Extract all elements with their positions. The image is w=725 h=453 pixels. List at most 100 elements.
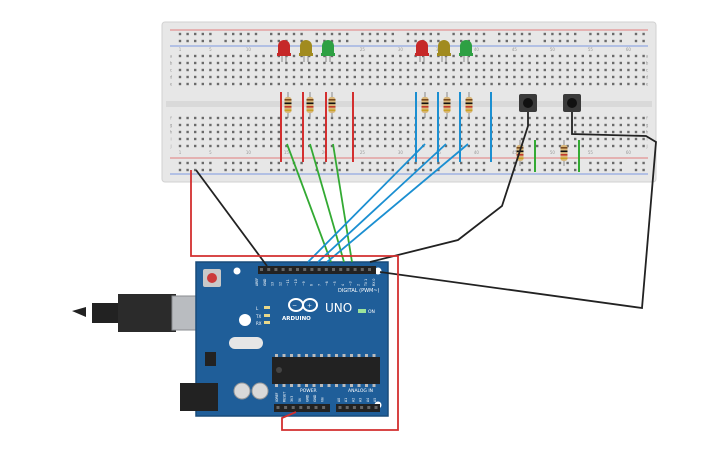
- row-letter: e: [646, 82, 649, 87]
- resistor-group: [284, 92, 568, 166]
- resistor[interactable]: [306, 92, 314, 118]
- resistor[interactable]: [421, 92, 429, 118]
- digital-pin-label: ~11: [286, 279, 290, 286]
- row-letter: c: [170, 68, 172, 73]
- digital-pin-label: AREF: [255, 278, 259, 286]
- digital-pin-label: RX 0: [372, 279, 376, 286]
- row-letter: a: [646, 54, 649, 59]
- led[interactable]: [437, 40, 451, 62]
- row-letter: h: [170, 130, 173, 135]
- led[interactable]: [277, 40, 291, 62]
- pushbutton[interactable]: [563, 94, 581, 112]
- model-label: UNO: [325, 301, 352, 315]
- usb-plug: [118, 294, 176, 332]
- capacitor: [233, 382, 251, 400]
- digital-pin-label: ~6: [325, 281, 329, 286]
- breadboard[interactable]: 1155101015152020252530303535404045455050…: [161, 21, 657, 183]
- led[interactable]: [459, 40, 473, 62]
- digital-pin-label: ~3: [349, 281, 353, 286]
- resistor[interactable]: [284, 92, 292, 118]
- resistor[interactable]: [465, 92, 473, 118]
- blue-wire[interactable]: [317, 143, 447, 263]
- resistor[interactable]: [443, 92, 451, 118]
- on-label: ON: [368, 309, 375, 315]
- digital-pin-label: ~5: [333, 281, 337, 286]
- column-number: 40: [474, 150, 480, 155]
- atmega-chip: [272, 357, 380, 384]
- digital-pin-label: ~10: [294, 279, 298, 286]
- power-jack: [180, 383, 218, 411]
- black-wire[interactable]: [195, 169, 268, 267]
- digital-pin-label: TX 1: [364, 279, 368, 287]
- resistor[interactable]: [560, 140, 568, 166]
- analog-pin-label: A2: [351, 398, 355, 402]
- pushbutton-group: [519, 94, 581, 172]
- column-number: 30: [398, 150, 404, 155]
- row-letter: c: [646, 68, 648, 73]
- row-letter: e: [170, 82, 173, 87]
- analog-pin-label: A5: [373, 398, 377, 402]
- column-number: 5: [209, 150, 212, 155]
- led[interactable]: [321, 40, 335, 62]
- column-number: 60: [626, 47, 632, 52]
- power-pin-label: Vin: [321, 397, 325, 402]
- power-pin-label: 3V3: [290, 396, 294, 402]
- svg-text:−: −: [292, 303, 297, 310]
- mount-hole: [233, 267, 241, 275]
- row-letter: h: [646, 130, 649, 135]
- analog-label: ANALOG IN: [348, 388, 373, 394]
- tx-label: TX: [255, 314, 261, 319]
- digital-label: DIGITAL (PWM~): [338, 288, 380, 294]
- black-wire[interactable]: [369, 112, 529, 263]
- column-number: 15: [284, 150, 290, 155]
- row-letter: j: [645, 144, 647, 149]
- capacitor: [251, 382, 269, 400]
- column-number: 50: [550, 47, 556, 52]
- l-label: L: [256, 306, 259, 311]
- digital-pin-label: 13: [271, 282, 275, 286]
- row-letter: b: [646, 61, 649, 66]
- resistor[interactable]: [328, 92, 336, 118]
- brand-label: ARDUINO: [282, 316, 311, 322]
- analog-pin-label: A3: [359, 398, 363, 402]
- rx-label: RX: [256, 321, 262, 326]
- analog-pin-label: A4: [366, 398, 370, 402]
- power-pin-label: 5V: [298, 397, 302, 402]
- column-number: 10: [246, 150, 252, 155]
- column-number: 25: [360, 150, 366, 155]
- svg-text:+: +: [307, 303, 312, 310]
- mount-hole: [374, 267, 382, 275]
- power-pin-label: GND: [305, 394, 309, 402]
- digital-pin-label: 4: [341, 284, 345, 286]
- black-wire[interactable]: [379, 112, 657, 310]
- green-wire[interactable]: [286, 143, 332, 263]
- power-pin-label: IOREF: [275, 392, 279, 402]
- digital-pin-label: 2: [356, 284, 360, 286]
- row-letter: g: [646, 123, 649, 128]
- blue-wire[interactable]: [307, 143, 426, 263]
- digital-pin-label: 12: [278, 282, 282, 286]
- row-letter: d: [170, 75, 173, 80]
- signal-wires: [190, 112, 657, 431]
- row-letter: b: [170, 61, 173, 66]
- power-label: POWER: [300, 388, 317, 394]
- column-number: 50: [550, 150, 556, 155]
- column-numbers: 1155101015152020252530303535404045455050…: [179, 47, 632, 155]
- column-number: 45: [512, 47, 518, 52]
- center-channel: [166, 101, 652, 107]
- analog-header: [336, 404, 380, 412]
- pushbutton[interactable]: [519, 94, 537, 112]
- led[interactable]: [415, 40, 429, 62]
- column-number: 1: [179, 47, 182, 52]
- blue-wire[interactable]: [326, 143, 469, 263]
- green-wire[interactable]: [332, 143, 353, 263]
- led[interactable]: [299, 40, 313, 62]
- column-number: 1: [179, 150, 182, 155]
- red-wire[interactable]: [190, 170, 399, 431]
- digital-pin-label: 8: [310, 284, 314, 286]
